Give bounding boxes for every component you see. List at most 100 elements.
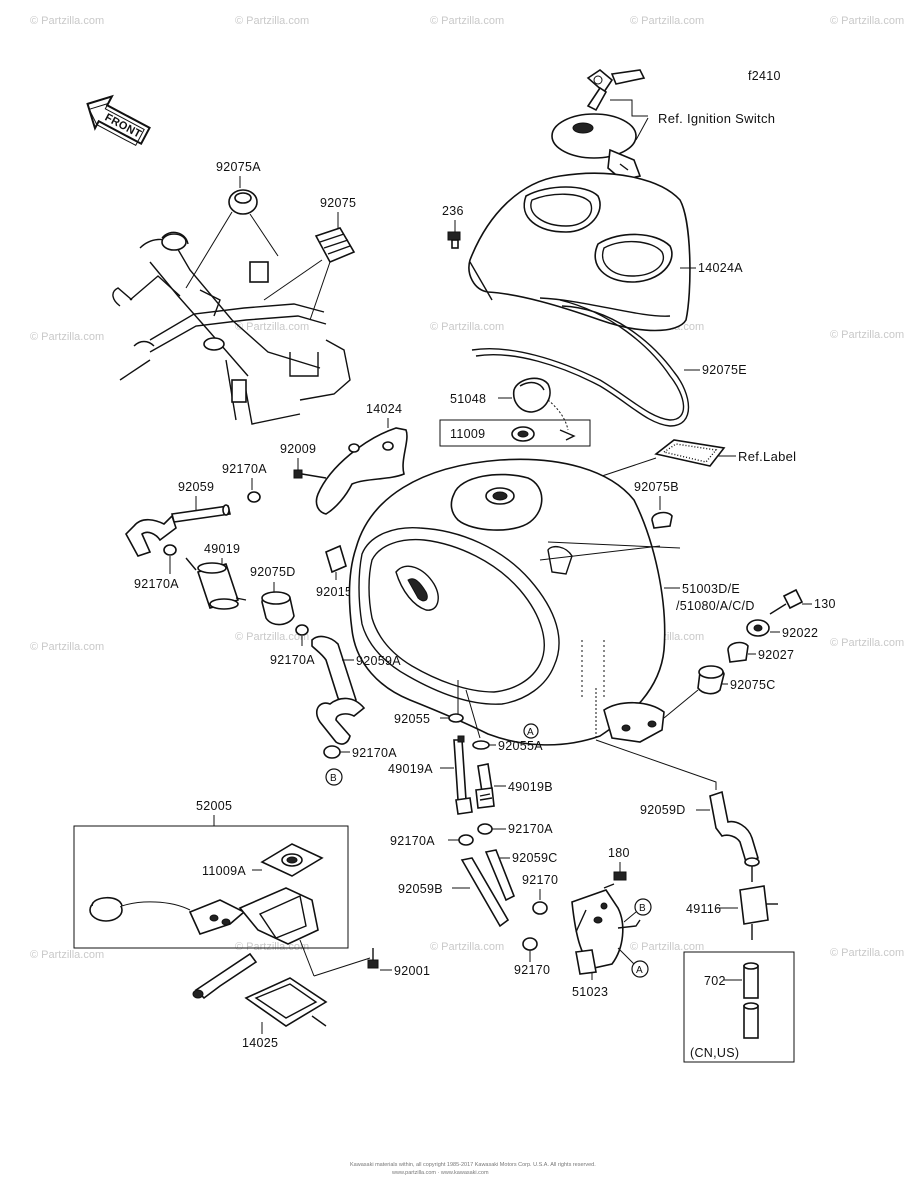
- region-note: (CN,US): [690, 1046, 739, 1060]
- watermark-text: © Partzilla.com: [30, 949, 104, 961]
- seal-92075E: 92075E: [471, 299, 747, 427]
- hose-92059A: 92170A 92059A: [270, 624, 401, 745]
- watermark-text: © Partzilla.com: [830, 329, 904, 341]
- gasket-14025: 14025: [192, 952, 328, 1050]
- frame-drawing: [112, 231, 351, 425]
- label-52005: 52005: [196, 799, 232, 813]
- region-box-cn-us: 702 (CN,US): [683, 951, 795, 1063]
- ref-label-text: Ref.Label: [738, 449, 796, 464]
- watermark-text: © Partzilla.com: [30, 331, 104, 343]
- ref-label: Ref.Label: [559, 439, 796, 491]
- bracket-14024: 14024: [315, 402, 408, 515]
- label-49116: 49116: [686, 902, 721, 916]
- clamp-92170A-1: 92170A: [222, 462, 267, 503]
- valve-49116: 49116: [686, 885, 778, 940]
- label-92027: 92027: [758, 648, 794, 662]
- label-51048: 51048: [450, 392, 486, 406]
- clamp-92170A-2: 92170A: [134, 556, 179, 591]
- fuel-tap-internals: 92055 92055A A 49019A 49019B: [388, 680, 553, 815]
- circle-mark-a: A: [527, 727, 534, 738]
- label-92059: 92059: [178, 480, 214, 494]
- label-49019B: 49019B: [508, 780, 553, 794]
- label-92015: 92015: [316, 585, 352, 599]
- label-92022: 92022: [782, 626, 818, 640]
- label-51080: /51080/A/C/D: [676, 599, 755, 613]
- label-51023: 51023: [572, 985, 608, 999]
- label-92075: 92075: [320, 196, 356, 210]
- label-92059B: 92059B: [398, 882, 443, 896]
- label-92170A-2: 92170A: [134, 577, 179, 591]
- label-11009: 11009: [450, 427, 485, 441]
- label-130: 130: [814, 597, 836, 611]
- watermark-text: © Partzilla.com: [830, 15, 904, 27]
- hose-92059: 92059: [125, 480, 231, 557]
- watermark-text: © Partzilla.com: [630, 941, 704, 953]
- label-92055: 92055: [394, 712, 430, 726]
- footer-copyright: Kawasaki materials within, all copyright…: [350, 1162, 596, 1168]
- label-702: 702: [704, 974, 726, 988]
- label-92170A-4: 92170A: [352, 746, 397, 760]
- circle-mark-a-2: A: [636, 965, 643, 976]
- screw-92001: 92001: [367, 948, 430, 978]
- footer-links: www.partzilla.com · www.kawasaki.com: [391, 1170, 489, 1176]
- label-92170-1: 92170: [522, 873, 558, 887]
- bolt-236: 236: [442, 204, 464, 249]
- label-92059C: 92059C: [512, 851, 558, 865]
- fuel-tank-51003: 51003D/E /51080/A/C/D: [348, 458, 755, 790]
- label-92170-2: 92170: [514, 963, 550, 977]
- damper-92075B: 92075B: [634, 480, 679, 529]
- label-92075B: 92075B: [634, 480, 679, 494]
- screw-92009: 92009: [280, 442, 327, 479]
- hose-92059D: 92059D: [640, 790, 760, 882]
- watermark-text: © Partzilla.com: [235, 941, 309, 953]
- label-92075A: 92075A: [216, 160, 261, 174]
- label-92075E: 92075E: [702, 363, 747, 377]
- clip-92015: 92015: [316, 544, 352, 599]
- fuel-tap-51023: 180 92170 B A 92170 51023: [514, 846, 652, 999]
- label-92059A: 92059A: [356, 654, 401, 668]
- label-49019A: 49019A: [388, 762, 433, 776]
- circle-mark-b: B: [330, 773, 337, 784]
- label-92055A: 92055A: [498, 739, 543, 753]
- label-92170A-1: 92170A: [222, 462, 267, 476]
- grommet-92075: 92075: [263, 196, 356, 321]
- label-92075D: 92075D: [250, 565, 296, 579]
- filter-49019: 49019: [163, 542, 247, 610]
- circle-mark-b-2: B: [639, 903, 646, 914]
- cushion-92075A: 92075A: [185, 160, 279, 289]
- label-51003: 51003D/E: [682, 582, 740, 596]
- watermark-text: © Partzilla.com: [30, 641, 104, 653]
- label-92075C: 92075C: [730, 678, 776, 692]
- label-92170A-5: 92170A: [508, 822, 553, 836]
- watermark-text: © Partzilla.com: [235, 15, 309, 27]
- cap-51048: 51048 11009: [439, 377, 591, 447]
- label-92001: 92001: [394, 964, 430, 978]
- watermark-text: © Partzilla.com: [430, 15, 504, 27]
- label-92170A-3: 92170A: [270, 653, 315, 667]
- watermark-text: © Partzilla.com: [830, 637, 904, 649]
- watermark-text: © Partzilla.com: [235, 321, 309, 333]
- label-236: 236: [442, 204, 464, 218]
- grommet-92075D: 92075D: [250, 565, 296, 626]
- label-11009A: 11009A: [202, 864, 246, 878]
- ignition-cap-assembly: Ref. Ignition Switch: [551, 69, 775, 181]
- label-92059D: 92059D: [640, 803, 686, 817]
- watermark-text: © Partzilla.com: [430, 941, 504, 953]
- label-14025: 14025: [242, 1036, 278, 1050]
- fuel-pump-assembly-52005: 52005 11009A: [73, 799, 371, 977]
- label-49019: 49019: [204, 542, 240, 556]
- label-180: 180: [608, 846, 630, 860]
- watermark-text: © Partzilla.com: [235, 631, 309, 643]
- tank-cover-14024A: 14024A: [468, 172, 743, 332]
- watermark-text: © Partzilla.com: [30, 15, 104, 27]
- ignition-switch-ref-label: Ref. Ignition Switch: [658, 111, 775, 126]
- bolt-130-group: 130 92022 92027 92075C: [663, 588, 836, 719]
- watermark-text: © Partzilla.com: [630, 15, 704, 27]
- label-92009: 92009: [280, 442, 316, 456]
- watermark-text: © Partzilla.com: [430, 321, 504, 333]
- watermark-text: © Partzilla.com: [830, 947, 904, 959]
- front-arrow: FRONT: [86, 94, 151, 147]
- clamp-92170A-4: 92170A B: [323, 745, 397, 786]
